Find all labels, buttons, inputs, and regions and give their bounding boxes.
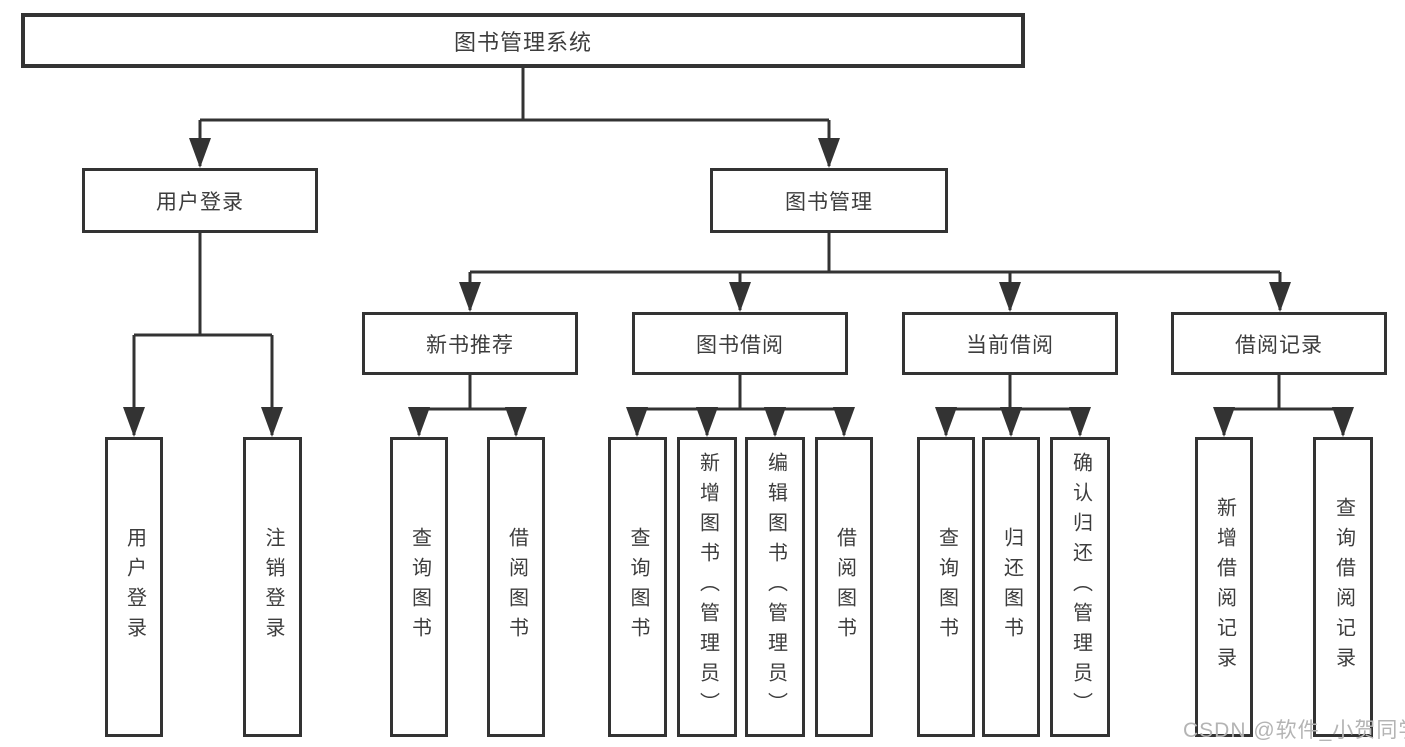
leaf-user-login: 用户登录 — [105, 437, 163, 737]
leaf-edit-books-admin: 编辑图书（管理员） — [745, 437, 805, 737]
node-current-borrow: 当前借阅 — [902, 312, 1118, 375]
leaf-query-books-2-label: 查询图书 — [627, 527, 649, 647]
leaf-add-borrow-record: 新增借阅记录 — [1195, 437, 1253, 737]
node-library-management-system: 图书管理系统 — [21, 13, 1025, 68]
leaf-return-books: 归还图书 — [982, 437, 1040, 737]
leaf-user-login-label: 用户登录 — [123, 527, 146, 647]
leaf-query-books-2: 查询图书 — [608, 437, 667, 737]
connector-new-books-children — [408, 375, 527, 437]
leaf-query-books-3-label: 查询图书 — [935, 527, 958, 647]
leaf-query-books-1-label: 查询图书 — [408, 527, 431, 647]
leaf-confirm-return-admin: 确认归还（管理员） — [1050, 437, 1110, 737]
connector-book-borrow-children — [626, 375, 855, 437]
leaf-confirm-return-admin-label: 确认归还（管理员） — [1069, 452, 1092, 722]
leaf-query-borrow-record-label: 查询借阅记录 — [1332, 497, 1355, 677]
leaf-query-borrow-record: 查询借阅记录 — [1313, 437, 1373, 737]
leaf-borrow-books-1: 借阅图书 — [487, 437, 545, 737]
node-user-login: 用户登录 — [82, 168, 318, 233]
node-borrow-records: 借阅记录 — [1171, 312, 1387, 375]
leaf-logout: 注销登录 — [243, 437, 302, 737]
csdn-watermark: CSDN @软件_小贺同学 — [1183, 719, 1405, 742]
leaf-query-books-1: 查询图书 — [390, 437, 448, 737]
leaf-add-borrow-record-label: 新增借阅记录 — [1213, 497, 1236, 677]
leaf-borrow-books-2-label: 借阅图书 — [833, 527, 856, 647]
leaf-return-books-label: 归还图书 — [1000, 527, 1023, 647]
node-book-management: 图书管理 — [710, 168, 948, 233]
connector-borrow-records-children — [1213, 375, 1354, 437]
connector-root-to-level2 — [189, 68, 840, 168]
leaf-add-books-admin-label: 新增图书（管理员） — [696, 452, 719, 722]
leaf-logout-label: 注销登录 — [262, 527, 284, 647]
leaf-borrow-books-1-label: 借阅图书 — [505, 527, 528, 647]
leaf-add-books-admin: 新增图书（管理员） — [677, 437, 737, 737]
node-new-book-recommend: 新书推荐 — [362, 312, 578, 375]
leaf-borrow-books-2: 借阅图书 — [815, 437, 873, 737]
leaf-edit-books-admin-label: 编辑图书（管理员） — [764, 452, 787, 722]
connector-user-login-children — [123, 233, 283, 437]
connector-book-mgmt-to-level3 — [459, 233, 1291, 312]
leaf-query-books-3: 查询图书 — [917, 437, 975, 737]
node-book-borrow: 图书借阅 — [632, 312, 848, 375]
connector-current-borrow-children — [935, 375, 1091, 437]
